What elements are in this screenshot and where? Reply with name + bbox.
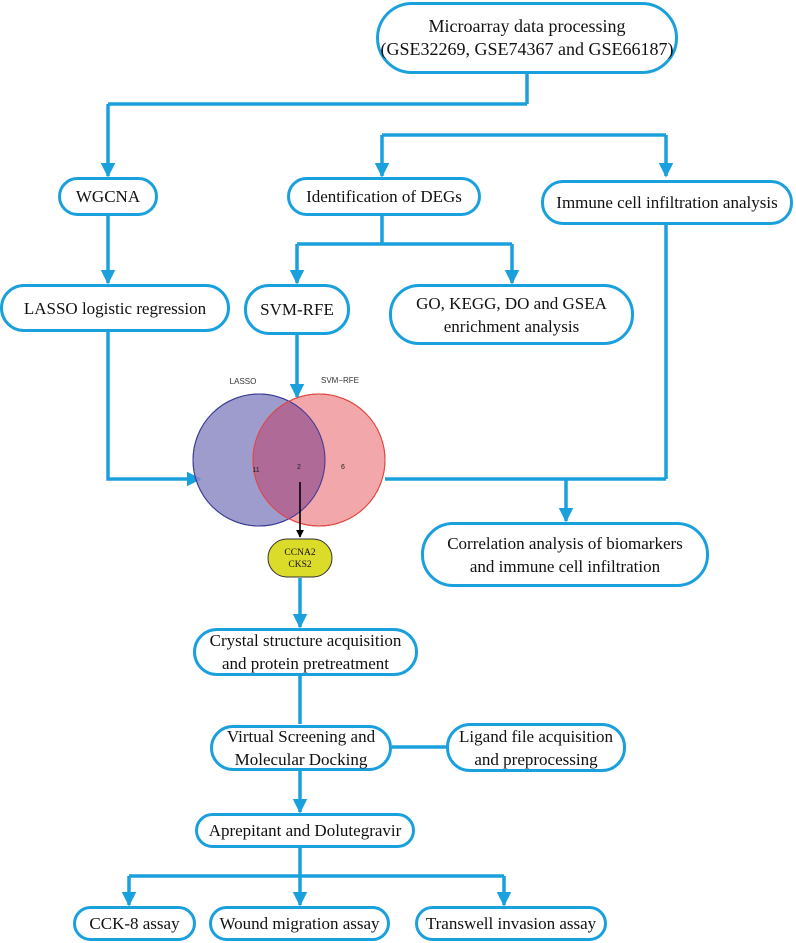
node-screening-line2: Molecular Docking <box>234 750 368 769</box>
connector-lasso-venn <box>106 332 202 487</box>
node-microarray-line2: (GSE32269, GSE74367 and GSE66187) <box>380 39 674 59</box>
venn-label-svm: SVM−RFE <box>321 376 359 385</box>
node-degs-label: Identification of DEGs <box>306 187 462 206</box>
biomarker-gene-1: CCNA2 <box>284 548 315 558</box>
node-ligand-line1: Ligand file acquisition <box>459 726 613 746</box>
node-svm: SVM-RFE <box>244 284 350 335</box>
node-ligand-line2: and preprocessing <box>474 749 598 769</box>
venn-diagram: LASSO SVM−RFE 11 2 6 <box>192 376 386 538</box>
node-wgcna-label: WGCNA <box>75 187 141 206</box>
node-degs: Identification of DEGs <box>287 177 481 216</box>
node-correlation-line1: Correlation analysis of biomarkers <box>447 533 683 553</box>
node-correlation: Correlation analysis of biomarkers and i… <box>421 522 709 587</box>
node-screening-line1: Virtual Screening and <box>226 727 376 746</box>
node-lasso: LASSO logistic regression <box>0 284 230 332</box>
node-microarray: Microarray data processing (GSE32269, GS… <box>376 2 678 74</box>
biomarker-gene-2: CKS2 <box>288 560 311 570</box>
node-screening: Virtual Screening and Molecular Docking <box>210 725 392 771</box>
node-lasso-label: LASSO logistic regression <box>23 298 207 318</box>
node-correlation-line2: and immune cell infiltration <box>469 556 661 576</box>
node-transwell: Transwell invasion assay <box>415 906 607 941</box>
venn-overlap <box>252 401 326 519</box>
node-cck8: CCK-8 assay <box>73 906 196 941</box>
venn-count-lasso-only: 11 <box>252 467 259 474</box>
node-wound: Wound migration assay <box>209 906 390 941</box>
node-drugs: Aprepitant and Dolutegravir <box>195 813 415 848</box>
node-immune: Immune cell infiltration analysis <box>541 180 793 225</box>
node-wgcna: WGCNA <box>58 177 158 216</box>
node-microarray-line1: Microarray data processing <box>428 16 626 36</box>
biomarker-result: CCNA2 CKS2 <box>267 538 333 578</box>
node-enrichment-line1: GO, KEGG, DO and GSEA <box>416 293 607 313</box>
node-crystal-line2: and protein pretreatment <box>221 654 390 673</box>
node-crystal-line1: Crystal structure acquisition <box>209 631 402 650</box>
node-wound-label: Wound migration assay <box>219 914 380 933</box>
node-enrichment-line2: enrichment analysis <box>443 316 580 336</box>
node-drugs-label: Aprepitant and Dolutegravir <box>208 821 402 840</box>
biomarker-pill <box>267 538 333 578</box>
node-transwell-label: Transwell invasion assay <box>425 914 597 933</box>
node-cck8-label: CCK-8 assay <box>89 914 180 933</box>
node-immune-label: Immune cell infiltration analysis <box>556 193 778 212</box>
venn-label-lasso: LASSO <box>230 377 257 386</box>
venn-count-svm-only: 6 <box>341 464 345 471</box>
venn-count-overlap: 2 <box>297 464 301 471</box>
node-svm-label: SVM-RFE <box>260 300 334 319</box>
node-crystal: Crystal structure acquisition and protei… <box>193 628 418 676</box>
node-ligand: Ligand file acquisition and preprocessin… <box>446 723 626 772</box>
node-enrichment: GO, KEGG, DO and GSEA enrichment analysi… <box>389 284 634 345</box>
